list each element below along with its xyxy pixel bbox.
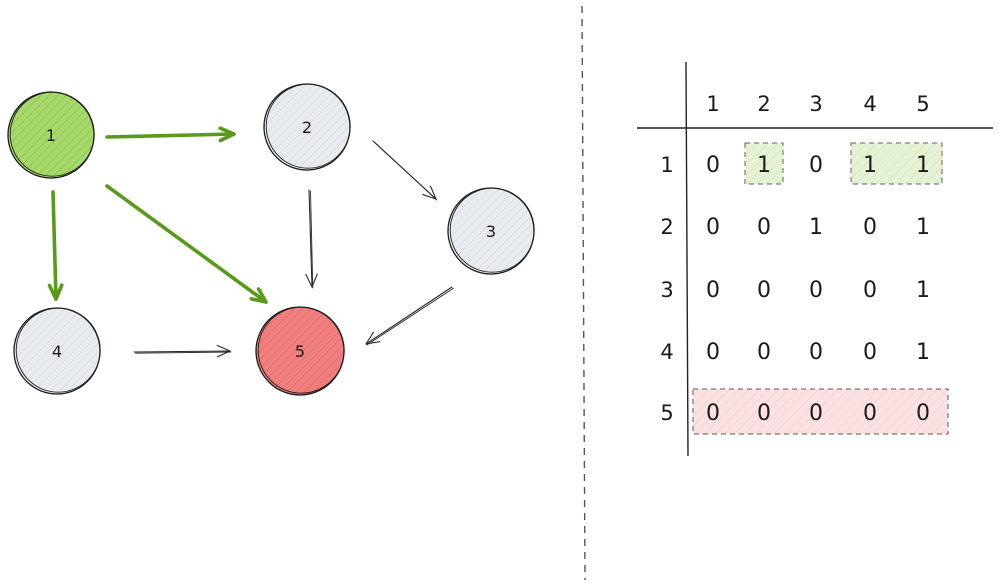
row-header: 1 — [660, 153, 673, 177]
matrix-cell: 0 — [757, 401, 771, 426]
arrowhead — [422, 185, 437, 200]
matrix-cell: 1 — [916, 340, 930, 365]
node-3: 3 — [447, 187, 535, 275]
matrix-cell: 0 — [706, 340, 720, 365]
node-label: 3 — [486, 222, 496, 241]
node-label: 5 — [295, 342, 305, 361]
matrix-cell: 0 — [809, 153, 823, 178]
row-header: 5 — [660, 401, 673, 425]
matrix-cell: 0 — [863, 401, 877, 426]
column-header: 4 — [863, 92, 876, 116]
matrix-cell: 0 — [809, 401, 823, 426]
arrowhead — [47, 283, 64, 301]
arrowhead — [365, 331, 381, 345]
edge-4-to-5 — [133, 344, 232, 358]
column-header: 1 — [706, 92, 719, 116]
panel-divider — [581, 5, 586, 581]
matrix-cell: 0 — [863, 340, 877, 365]
edge-1-to-5 — [105, 184, 268, 304]
edge-2-to-3 — [372, 140, 438, 201]
highlighted-cell — [850, 142, 943, 185]
matrix-vertical-axis — [685, 61, 689, 457]
adjacency-matrix: 1 2 3 4 5 1 2 3 4 5 0 1 0 1 1 0 0 1 0 1 0 0 0 0 1 0 0 0 0 1 0 0 0 0 0 — [660, 92, 930, 426]
highlighted-cell — [744, 142, 784, 185]
node-4: 4 — [13, 307, 101, 395]
matrix-cell: 0 — [706, 401, 720, 426]
matrix-cell: 0 — [706, 278, 720, 303]
matrix-cell: 0 — [757, 340, 771, 365]
edge-2-to-5 — [305, 189, 318, 289]
edge-1-to-4 — [47, 190, 64, 301]
row-header: 4 — [660, 340, 673, 364]
matrix-cell: 1 — [757, 153, 771, 178]
node-5: 5 — [255, 306, 345, 396]
node-label: 4 — [52, 342, 62, 361]
graph-nodes: 1 2 3 4 5 — [7, 83, 535, 396]
row-header: 3 — [660, 278, 673, 302]
node-label: 1 — [46, 126, 56, 145]
row-header: 2 — [660, 215, 673, 239]
edge-1-to-2 — [105, 126, 236, 143]
arrowhead — [305, 273, 318, 288]
graph-edges — [47, 126, 454, 358]
matrix-cell: 0 — [863, 215, 877, 240]
matrix-cell: 0 — [706, 215, 720, 240]
column-header: 3 — [809, 92, 822, 116]
matrix-cell: 0 — [757, 278, 771, 303]
node-2: 2 — [263, 83, 351, 171]
arrowhead — [216, 344, 231, 358]
highlighted-row — [692, 388, 949, 435]
matrix-cell: 0 — [809, 278, 823, 303]
matrix-cell: 0 — [757, 215, 771, 240]
matrix-highlights — [692, 142, 949, 435]
matrix-cell: 1 — [916, 215, 930, 240]
matrix-cell: 1 — [916, 153, 930, 178]
matrix-cell: 0 — [863, 278, 877, 303]
matrix-cell: 1 — [863, 153, 877, 178]
matrix-cell: 1 — [809, 215, 823, 240]
edge-3-to-5 — [365, 286, 454, 346]
matrix-cell: 1 — [916, 278, 930, 303]
column-header: 5 — [916, 92, 929, 116]
node-label: 2 — [302, 118, 312, 137]
node-1: 1 — [7, 91, 95, 179]
column-header: 2 — [757, 92, 770, 116]
matrix-cell: 0 — [706, 153, 720, 178]
matrix-cell: 0 — [916, 401, 930, 426]
arrowhead — [218, 126, 236, 143]
arrowhead — [249, 287, 268, 304]
matrix-cell: 0 — [809, 340, 823, 365]
